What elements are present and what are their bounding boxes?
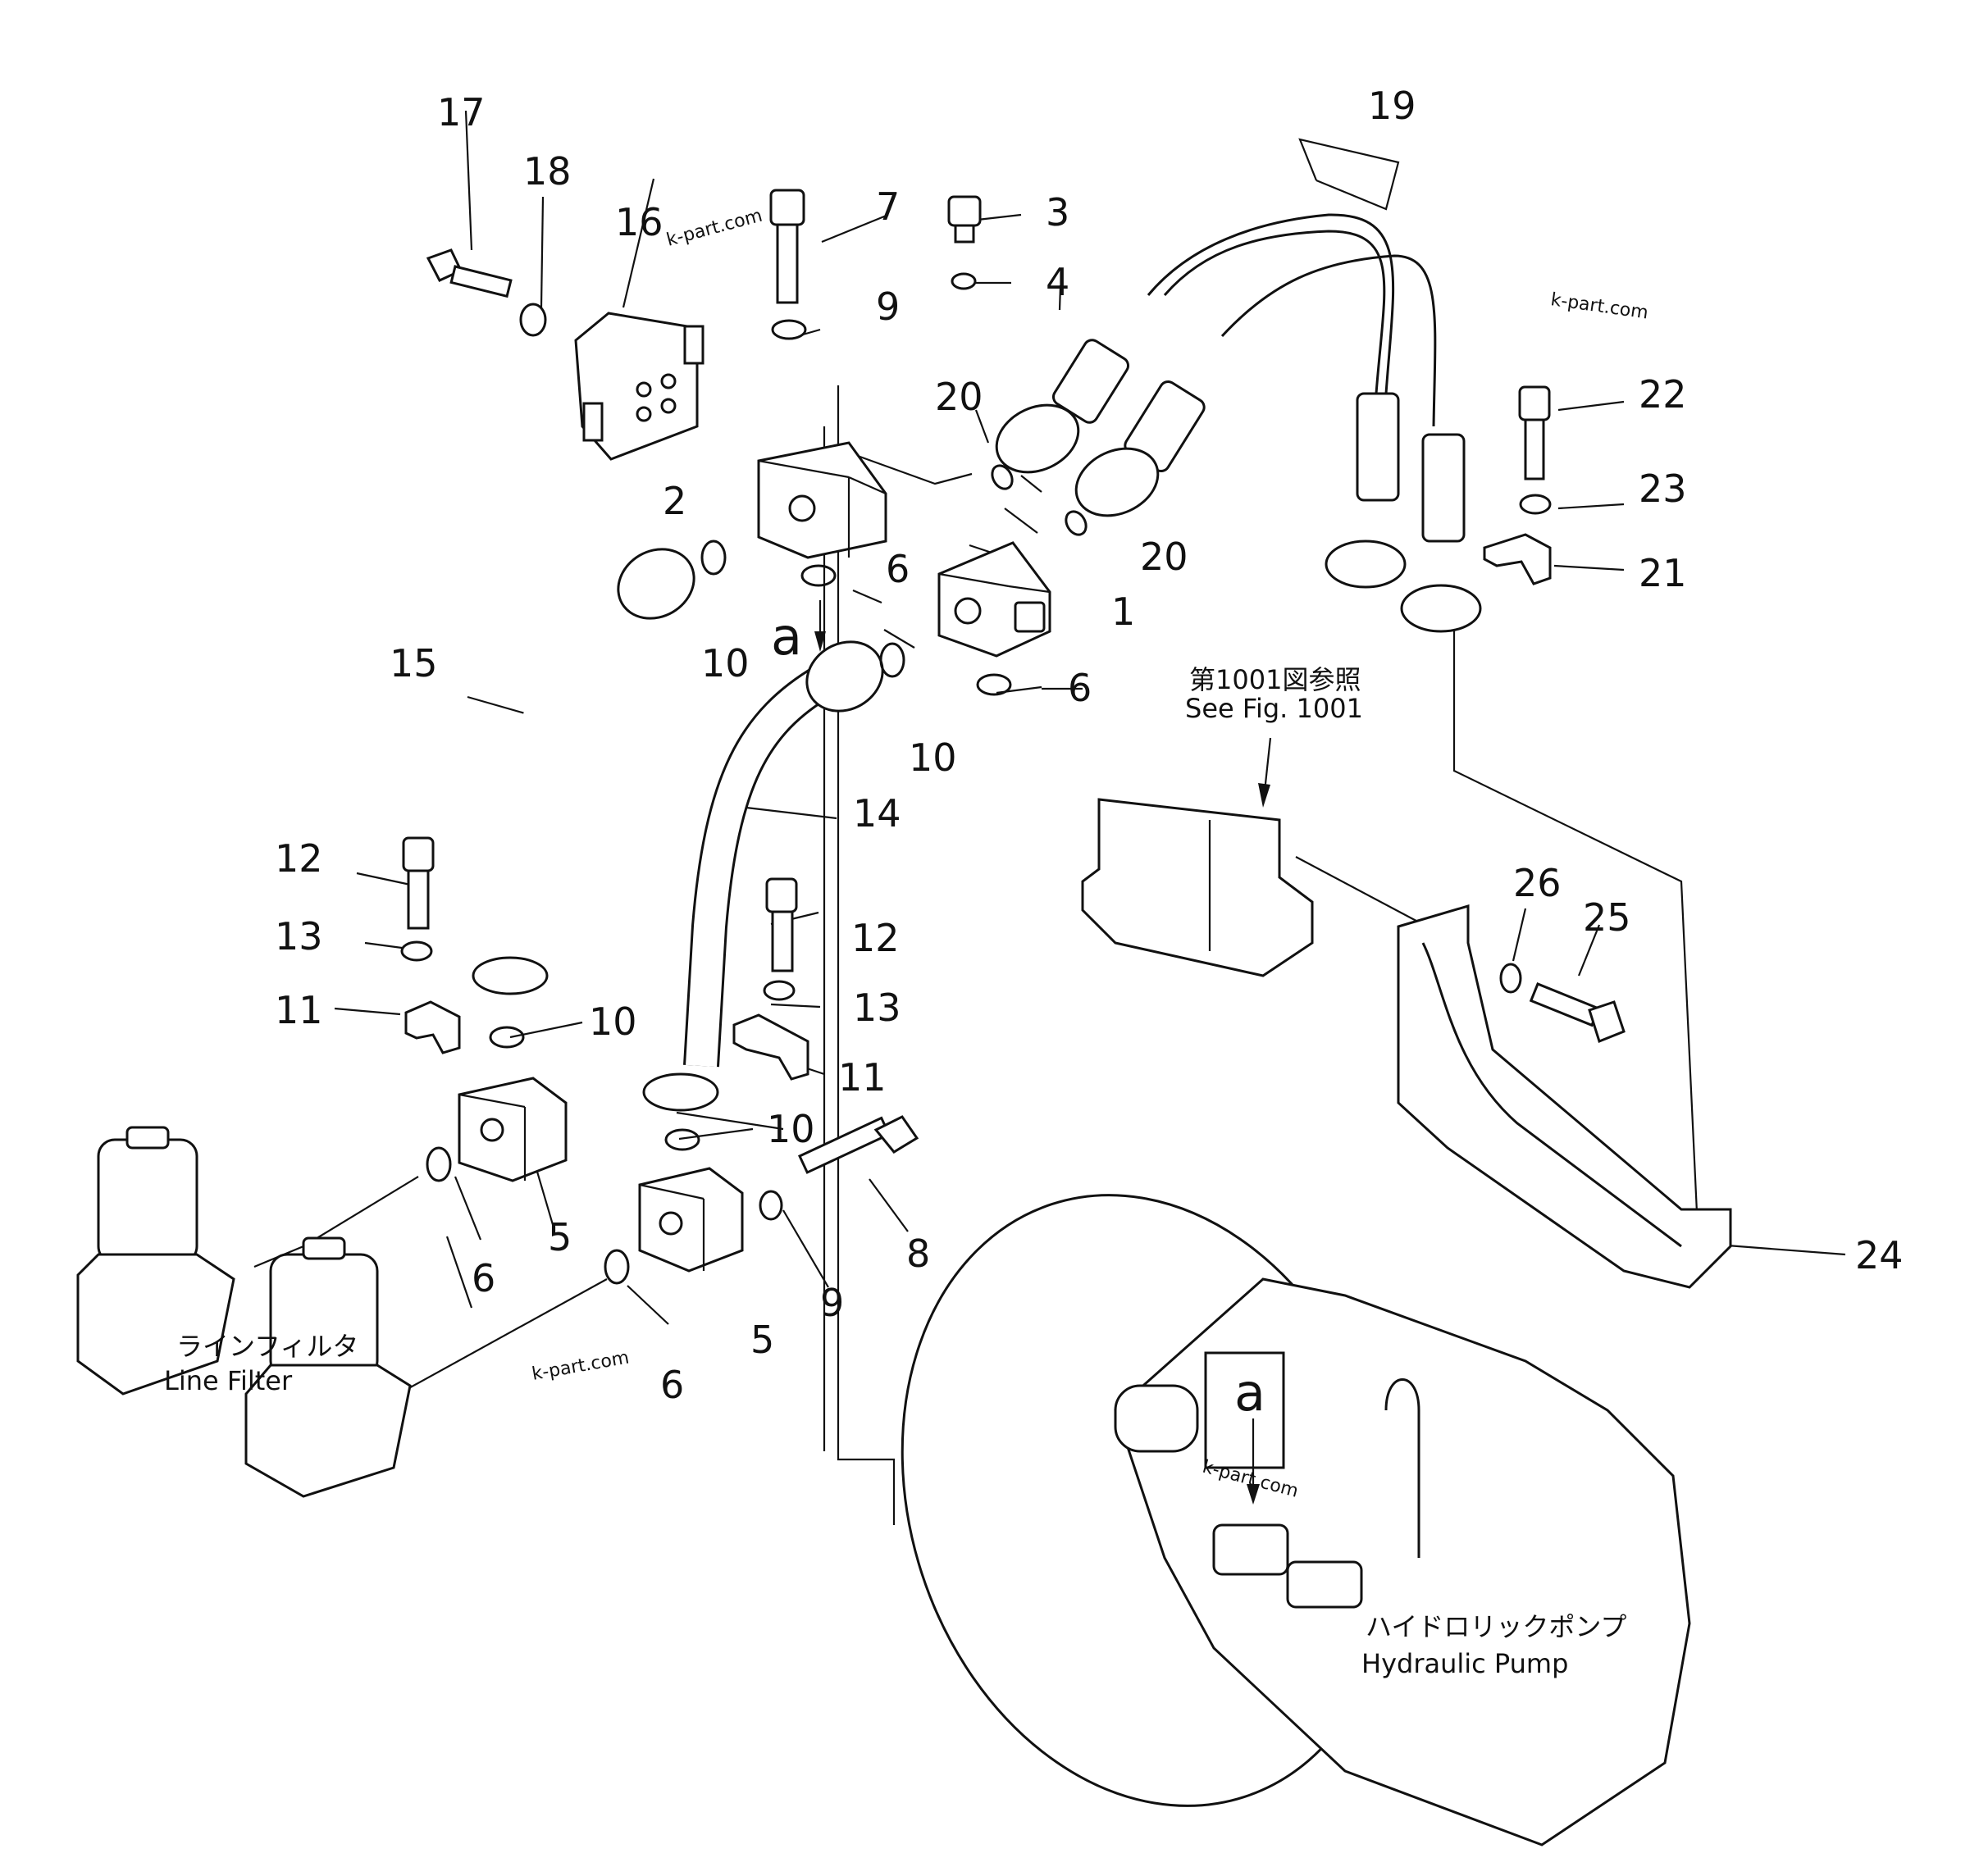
label-10-a: 10 [701,641,750,685]
part-10-oring-b [879,642,905,678]
label-10-c: 10 [589,999,637,1044]
label-13-b: 13 [853,986,901,1030]
part-14-hose [642,640,884,1112]
part-12-bolt-a [402,836,435,930]
frame-bracket-fig1001 [1081,798,1314,977]
part-1-block [937,541,1051,658]
label-9-b: 9 [820,1281,844,1325]
label-5-b: 5 [750,1318,774,1362]
part-13-washer-a [400,940,433,962]
part-15-hose [472,548,695,995]
label-6-a: 6 [886,547,910,591]
part-5-block-b [638,1167,744,1273]
label-15: 15 [390,641,438,685]
label-20-b: 20 [1140,535,1188,579]
part-6-oring-b [976,673,1012,696]
part-10-oring-a [700,540,727,576]
see-fig-jp: 第1001図参照 [1189,664,1361,695]
part-20-oring-a [991,464,1014,490]
part-5-block-a [458,1077,568,1182]
label-17: 17 [437,90,486,134]
hydraulic-pump [901,1194,1691,1846]
part-11-clamp-a [404,1000,461,1054]
label-22: 22 [1639,372,1687,417]
part-2-block [757,441,887,559]
part-6-oring-a [800,564,837,587]
watermark-1: k-part.com [664,206,764,251]
label-12-a: 12 [275,836,323,881]
part-4-oring [951,272,977,290]
part-6-oring-d [604,1249,630,1285]
label-20-a: 20 [935,375,983,419]
part-18-washer [519,303,547,337]
label-10-d: 10 [767,1107,815,1151]
part-13-washer-b [763,980,796,1001]
part-10-oring-c [489,1026,525,1049]
label-3: 3 [1046,190,1069,234]
part-9-washer [771,319,807,340]
part-21-clamp [1483,533,1552,585]
part-19-hoses [995,213,1482,633]
label-23: 23 [1639,467,1687,511]
label-2: 2 [663,479,686,523]
part-8-bolt [798,1115,919,1174]
part-10-oring-d [664,1128,700,1151]
label-5-a: 5 [548,1215,572,1259]
label-11-b: 11 [838,1055,887,1100]
view-letter-a-top: a [771,607,802,667]
label-21: 21 [1639,551,1687,595]
flow-arrows [814,600,1272,1505]
line-filter-jp: ラインフィルタ [176,1331,358,1362]
label-11-a: 11 [275,988,323,1032]
label-24: 24 [1855,1233,1904,1277]
part-24-bracket [1397,904,1732,1289]
view-letter-a-pump: a [1234,1363,1265,1423]
label-25: 25 [1583,895,1631,940]
pump-en: Hydraulic Pump [1361,1648,1568,1679]
label-13-a: 13 [275,914,323,958]
line-filter-en: Line Filter [164,1365,293,1396]
part-25-bolt [1529,982,1626,1043]
watermark-2: k-part.com [1549,289,1649,323]
part-11-clamp-b [732,1013,809,1081]
see-fig-en: See Fig. 1001 [1185,693,1363,724]
label-6-c: 6 [472,1256,495,1300]
part-23-washer [1519,494,1552,515]
label-4: 4 [1046,260,1069,304]
part-3-plug [947,195,982,244]
watermark-3: k-part.com [531,1347,631,1384]
label-8: 8 [906,1232,930,1276]
part-6-oring-c [426,1146,452,1182]
part-16-bracket [574,312,705,461]
part-9-washer-lower [759,1190,783,1221]
part-20-oring-b [1065,510,1088,536]
part-26-washer [1499,963,1522,994]
part-12-bolt-b [765,877,798,972]
part-22-bolt [1518,385,1551,480]
label-10-b: 10 [909,735,957,780]
label-1: 1 [1111,590,1135,634]
label-7: 7 [876,184,900,229]
label-26: 26 [1513,861,1562,905]
label-6-b: 6 [1068,666,1092,710]
line-filter-a [76,1126,235,1396]
label-12-b: 12 [851,916,900,960]
label-16: 16 [615,200,663,244]
label-19: 19 [1368,84,1416,128]
label-18: 18 [523,149,572,194]
label-14: 14 [853,791,901,836]
part-7-bolt [769,189,805,304]
line-filter-b [244,1236,412,1498]
leader-lines [253,110,1846,1525]
pump-jp: ハイドロリックポンプ [1366,1611,1626,1642]
label-9-top: 9 [876,285,900,329]
part-labels: 17 18 16 7 3 4 9 19 20 2 20 6 1 15 10 6 … [275,84,1904,1407]
label-6-d: 6 [660,1363,684,1407]
part-17-bolt [426,248,513,298]
